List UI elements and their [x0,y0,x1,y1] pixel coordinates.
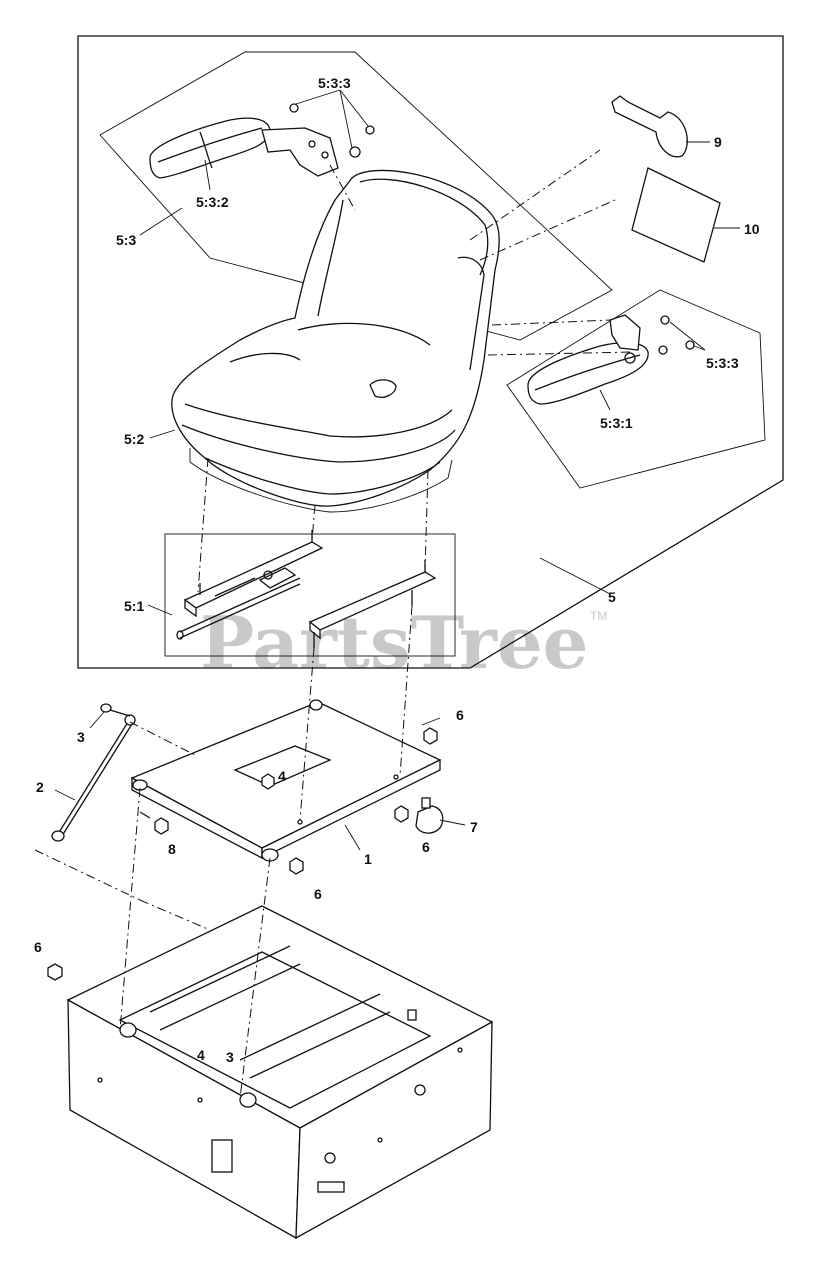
callout-armrest-kit: 5:3 [116,232,136,248]
left-armrest [149,117,339,179]
callout-right-armrest: 5:3:1 [600,415,633,431]
callout-label-decal: 10 [744,221,760,237]
callout-nut-plate: 4 [278,768,286,784]
callout-left-armrest: 5:3:2 [196,194,229,210]
seat-assembly-boundary [77,35,784,669]
callout-bumper: 7 [470,819,478,835]
right-armrest-boundary [506,289,766,489]
callout-hardware-right: 5:3:3 [706,355,739,371]
frame-base [66,905,494,1240]
watermark-trademark: TM [590,609,607,623]
callout-slide-rails: 5:1 [124,598,144,614]
armrest-kit-boundary [99,51,613,341]
callout-bolt-lower: 3 [226,1049,234,1065]
nut-frame [47,963,63,981]
callout-bolt-left: 3 [77,729,85,745]
nut-center [289,857,304,875]
bumper [415,797,444,834]
watermark: PartsTree [200,600,588,685]
callout-hardware-top: 5:3:3 [318,75,351,91]
callout-nut-lower: 4 [197,1047,205,1063]
hardware-top [289,89,375,158]
callout-nut-center: 6 [314,886,322,902]
assembly-lines [34,149,633,1099]
bolt-hinge [139,811,169,835]
slide-rail-boundary [164,533,456,657]
callout-nut-right-top: 6 [456,707,464,723]
nut-right-bottom [394,805,409,823]
support-rod [51,714,136,842]
callout-nut-right-bottom: 6 [422,839,430,855]
seat-cushion [171,169,500,513]
right-armrest [527,314,706,405]
callout-support-rod: 2 [36,779,44,795]
callout-bolt-hinge: 8 [168,841,176,857]
slide-rails [176,530,437,648]
callout-seat-plate: 1 [364,851,372,867]
bolt-left [100,703,131,717]
callout-nut-frame: 6 [34,939,42,955]
nut-right-top [423,727,438,745]
callout-seat-cushion: 5:2 [124,431,144,447]
label-decal [631,167,721,263]
key-part [611,95,688,158]
callout-seat-assembly: 5 [608,589,616,605]
callout-leaders [54,141,740,851]
callout-key-part: 9 [714,134,722,150]
nut-plate [261,773,275,790]
seat-plate [130,699,442,862]
